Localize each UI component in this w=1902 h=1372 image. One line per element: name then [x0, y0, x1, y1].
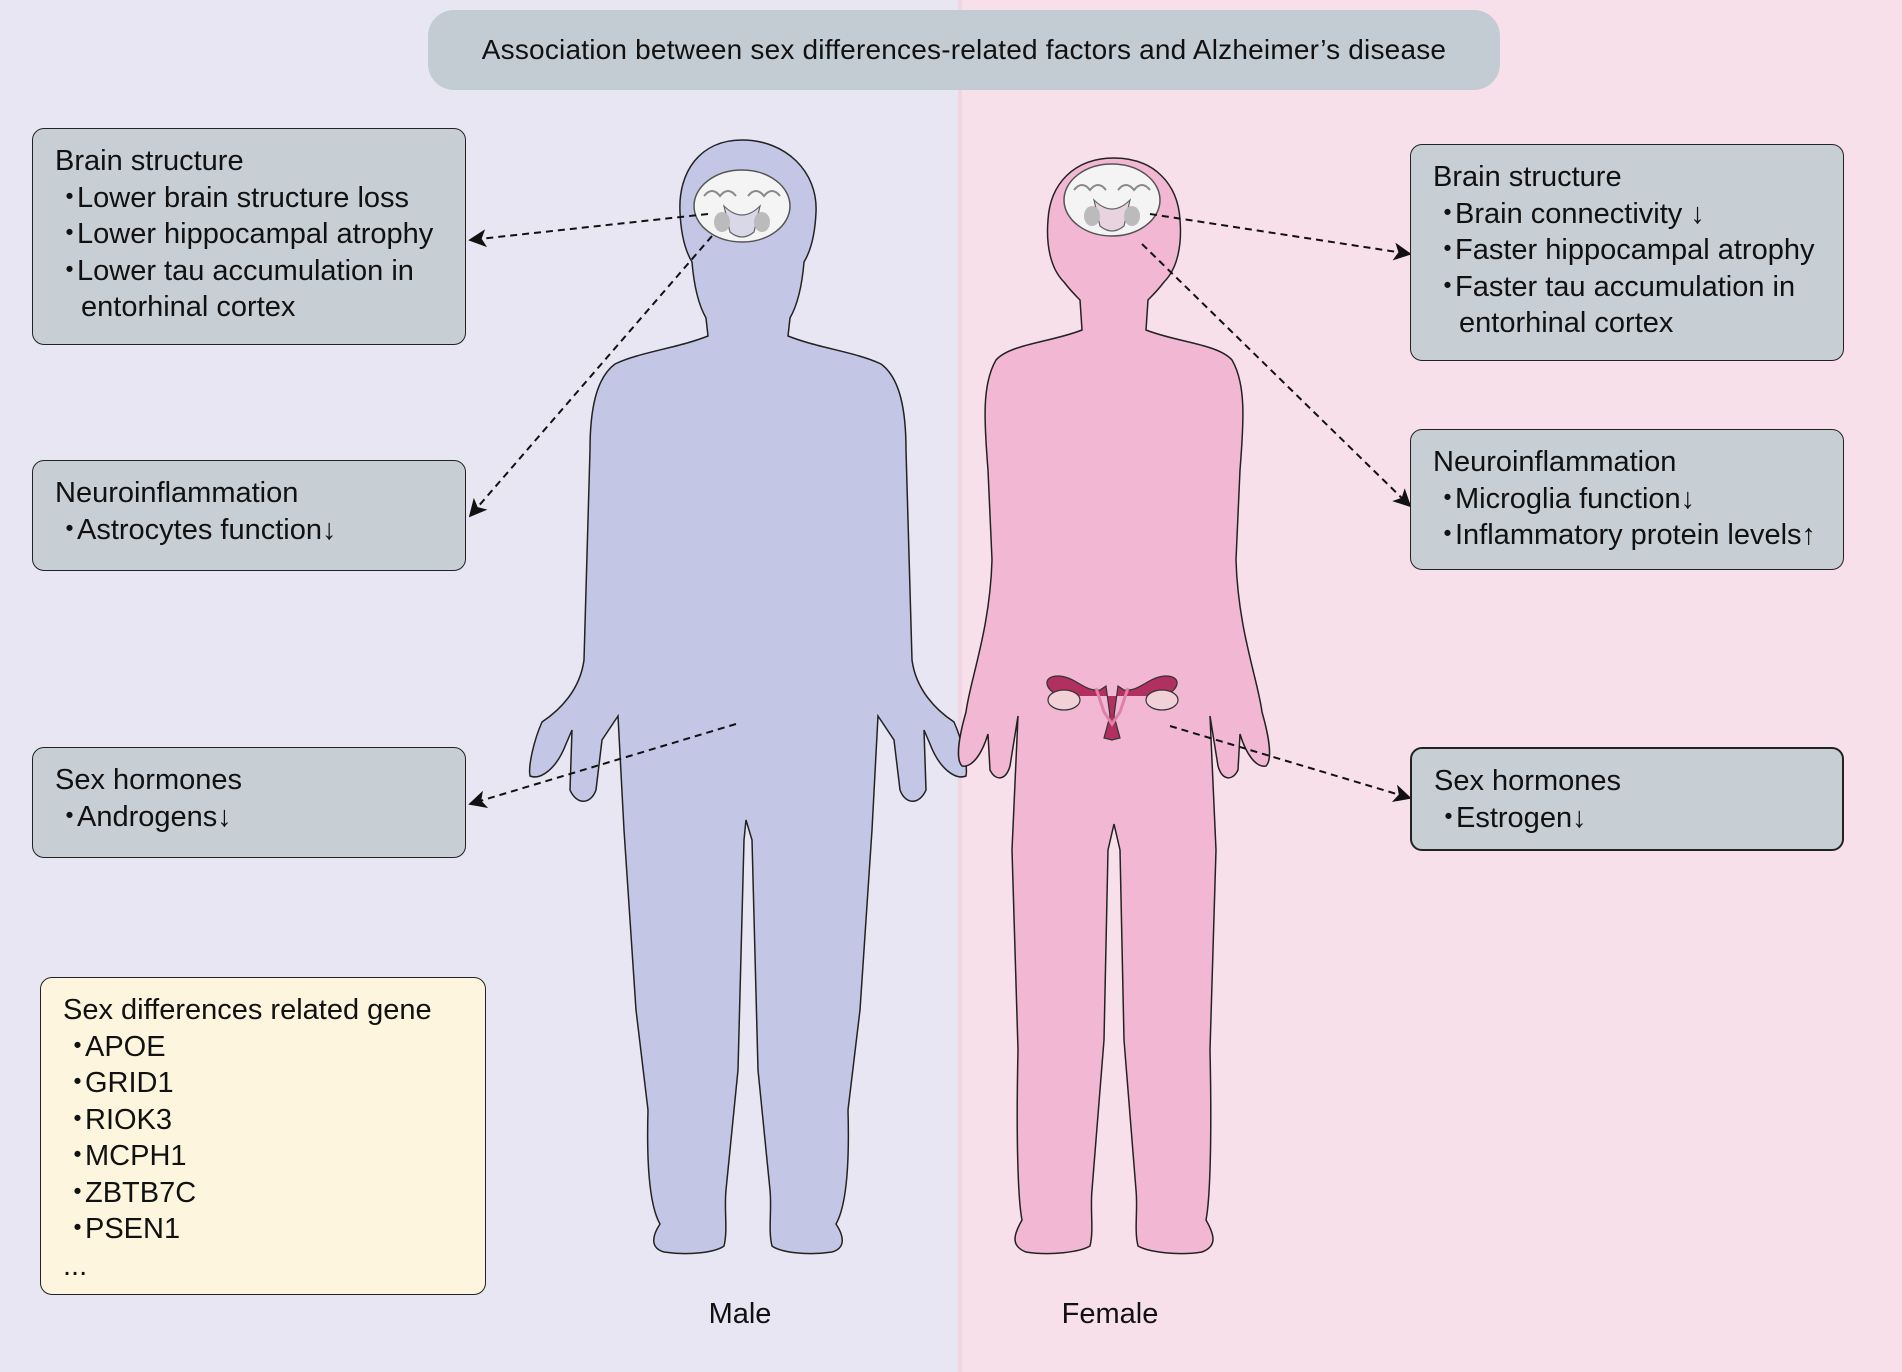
male-body: [528, 139, 968, 1255]
arrow-male-brain-structure: [468, 213, 709, 248]
sex-differences-gene-box: Sex differences related gene ・APOE ・GRID…: [40, 977, 486, 1295]
list-item: ・Lower brain structure loss: [55, 181, 410, 214]
box-heading: Neuroinflammation: [55, 477, 299, 509]
female-brain-structure-box: Brain structure ・Brain connectivity ↓ ・F…: [1410, 144, 1844, 361]
list-item: ・Microglia function↓: [1433, 482, 1696, 515]
list-item: ・Faster tau accumulation in: [1433, 270, 1796, 303]
arrow-female-brain-structure: [1149, 213, 1412, 261]
box-heading: Sex hormones: [55, 764, 242, 796]
arrow-male-sex-hormones: [468, 723, 737, 808]
list-item: ・Lower tau accumulation in: [55, 254, 414, 287]
list-item-continuation: entorhinal cortex: [1459, 307, 1674, 339]
box-heading: Brain structure: [55, 145, 244, 177]
list-item: ・Inflammatory protein levels↑: [1433, 519, 1817, 551]
box-heading: Neuroinflammation: [1433, 446, 1677, 478]
list-item: ・Brain connectivity ↓: [1433, 197, 1705, 230]
gene-item: ・GRID1: [63, 1067, 174, 1099]
arrow-male-neuroinflammation: [468, 235, 713, 518]
male-brain-icon: [693, 169, 791, 243]
uterus-icon: [1046, 675, 1179, 741]
list-item-continuation: entorhinal cortex: [81, 291, 296, 323]
male-sex-hormones-box: Sex hormones ・Androgens↓: [32, 747, 466, 858]
female-brain-icon: [1063, 163, 1161, 237]
male-brain-structure-box: Brain structure ・Lower brain structure l…: [32, 128, 466, 345]
box-heading: Brain structure: [1433, 161, 1622, 193]
list-item: ・Androgens↓: [55, 800, 232, 833]
female-neuroinflammation-box: Neuroinflammation ・Microglia function↓ ・…: [1410, 429, 1844, 570]
female-label: Female: [1061, 1298, 1159, 1330]
male-neuroinflammation-box: Neuroinflammation ・Astrocytes function↓: [32, 460, 466, 571]
gene-item: ・ZBTB7C: [63, 1176, 197, 1209]
box-heading: Sex differences related gene: [63, 994, 432, 1026]
gene-item: ・PSEN1: [63, 1213, 181, 1245]
box-heading: Sex hormones: [1434, 765, 1621, 797]
list-item: ・Estrogen↓: [1434, 801, 1587, 834]
panel-divider: [958, 0, 962, 1372]
diagram-title: Association between sex differences-rela…: [428, 10, 1500, 90]
list-item: ・Lower hippocampal atrophy: [55, 218, 434, 250]
male-label: Male: [708, 1298, 772, 1330]
gene-item: ・APOE: [63, 1030, 166, 1063]
arrow-female-neuroinflammation: [1141, 243, 1412, 508]
list-item: ・Astrocytes function↓: [55, 513, 337, 546]
gene-item: ・MCPH1: [63, 1140, 187, 1172]
list-item: ・Faster hippocampal atrophy: [1433, 234, 1815, 266]
gene-list-more: ...: [63, 1249, 88, 1282]
female-sex-hormones-box: Sex hormones ・Estrogen↓: [1410, 747, 1844, 851]
arrow-female-sex-hormones: [1169, 725, 1412, 802]
gene-item: ・RIOK3: [63, 1103, 173, 1136]
